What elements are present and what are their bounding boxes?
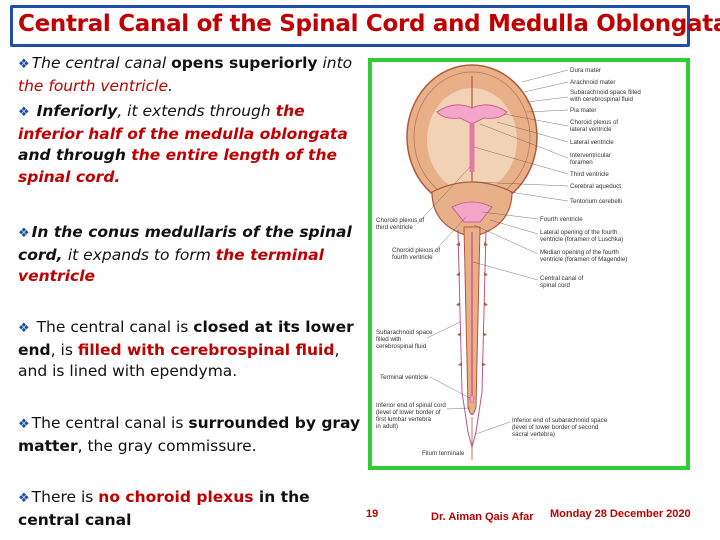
bullet-segment: the entire length of the spinal cord. bbox=[18, 146, 338, 186]
title-box bbox=[10, 5, 690, 47]
label-interventricular-2: foramen bbox=[570, 159, 593, 166]
label-lateral-ventricle: Lateral ventricle bbox=[570, 139, 614, 146]
label-pia-mater: Pia mater bbox=[570, 107, 596, 114]
bullet-segment: closed at its lower end bbox=[18, 318, 354, 359]
bullet-segment: in the central canal bbox=[18, 488, 310, 529]
bullet-4: ❖ The central canal is closed at its low… bbox=[18, 317, 368, 383]
terminal-ventricle-shape bbox=[469, 394, 475, 404]
bullet-segment: Inferiorly bbox=[36, 102, 118, 120]
bullet-segment: The central canal is bbox=[31, 414, 189, 432]
label-terminal-ventricle: Terminal ventricle bbox=[380, 374, 429, 381]
bullet-segment: no choroid plexus bbox=[98, 488, 254, 506]
ventricular-system-figure: Dura mater Arachnoid mater Subarachnoid … bbox=[368, 58, 690, 470]
figure-illustration: Dura mater Arachnoid mater Subarachnoid … bbox=[376, 64, 641, 460]
bullet-text: The central canal is closed at its lower… bbox=[18, 318, 354, 380]
fourth-ventricle-shape bbox=[451, 201, 493, 223]
bullet-5: ❖The central canal is surrounded by gray… bbox=[18, 413, 368, 457]
label-inferior-cord-4: in adult) bbox=[376, 423, 398, 430]
bullet-text: In the conus medullaris of the spinal co… bbox=[18, 223, 352, 285]
label-choroid-fourth-2: fourth ventricle bbox=[392, 254, 433, 261]
bullet-segment: opens superiorly bbox=[171, 54, 318, 72]
bullet-segment: filled with cerebrospinal fluid bbox=[77, 340, 335, 359]
label-lateral-opening-2: ventricle (foramen of Luschka) bbox=[540, 236, 623, 243]
author-name: Dr. Aiman Qais Afar bbox=[431, 511, 534, 523]
label-central-canal: Central canal of bbox=[540, 275, 584, 282]
bullet-segment: into bbox=[317, 54, 353, 72]
label-median-opening-2: ventricle (foramen of Magendie) bbox=[540, 256, 627, 263]
bullet-segment: the fourth ventricle bbox=[18, 76, 168, 95]
bullet-diamond-icon: ❖ bbox=[18, 226, 30, 241]
label-inferior-subarachnoid-2: (level of lower border of second bbox=[512, 424, 599, 431]
label-inferior-cord-3: first lumbar vertebra bbox=[376, 416, 432, 423]
bullet-text: There is no choroid plexus in the centra… bbox=[18, 488, 310, 529]
bullet-segment: the terminal ventricle bbox=[18, 245, 324, 286]
label-inferior-cord-2: (level of lower border of bbox=[376, 409, 441, 416]
bullet-segment: it expands to form bbox=[67, 245, 216, 264]
bullet-text: The central canal is surrounded by gray … bbox=[18, 414, 360, 455]
label-choroid-lateral-2: lateral ventricle bbox=[570, 126, 612, 133]
bullet-segment: In the conus medullaris of the spinal co… bbox=[18, 223, 352, 264]
label-subarachnoid-space-2: with cerebrospinal fluid bbox=[569, 96, 633, 103]
label-central-canal-2: spinal cord bbox=[540, 282, 570, 289]
bullet-segment: , and is lined with ependyma. bbox=[18, 340, 340, 381]
label-subarachnoid-space: Subarachnoid space filled bbox=[570, 89, 641, 96]
label-choroid-third-2: third ventricle bbox=[376, 224, 413, 231]
label-choroid-lateral: Choroid plexus of bbox=[570, 119, 618, 126]
label-inferior-subarachnoid: Inferior end of subarachnoid space bbox=[512, 417, 608, 424]
label-lateral-opening: Lateral opening of the fourth bbox=[540, 229, 618, 236]
label-filum-terminale: Filum terminale bbox=[422, 450, 465, 457]
bullet-segment: and through bbox=[18, 146, 132, 164]
label-subarachnoid-filled-2: filled with bbox=[376, 336, 402, 343]
label-fourth-ventricle: Fourth ventricle bbox=[540, 216, 583, 223]
bullet-text: Inferiorly, it extends through the infer… bbox=[18, 102, 348, 186]
bullet-segment: The central canal bbox=[31, 54, 172, 72]
label-subarachnoid-filled: Subarachnoid space bbox=[376, 329, 433, 336]
presentation-date: Monday 28 December 2020 bbox=[550, 508, 691, 520]
bullet-segment: surrounded by gray matter bbox=[18, 414, 361, 455]
bullet-diamond-icon: ❖ bbox=[18, 57, 30, 72]
label-median-opening: Median opening of the fourth bbox=[540, 249, 619, 256]
bullet-diamond-icon: ❖ bbox=[18, 105, 30, 120]
label-inferior-cord: Inferior end of spinal cord bbox=[376, 402, 446, 409]
bullet-diamond-icon: ❖ bbox=[18, 321, 30, 336]
bullet-3: ❖In the conus medullaris of the spinal c… bbox=[18, 222, 368, 288]
bullet-1: ❖The central canal opens superiorly into… bbox=[18, 53, 368, 97]
bullet-6: ❖There is no choroid plexus in the centr… bbox=[18, 487, 368, 531]
bullet-segment: The central canal is bbox=[31, 318, 194, 336]
label-arachnoid-mater: Arachnoid mater bbox=[570, 79, 615, 86]
bullet-segment: , it extends through bbox=[117, 102, 276, 120]
label-dura-mater: Dura mater bbox=[570, 67, 601, 74]
bullet-segment: , the gray commissure. bbox=[77, 436, 257, 455]
bullet-segment: , is bbox=[50, 340, 78, 359]
bullet-2: ❖ Inferiorly, it extends through the inf… bbox=[18, 101, 368, 188]
label-interventricular: Interventricular bbox=[570, 152, 611, 159]
bullet-text: The central canal opens superiorly into … bbox=[18, 54, 352, 95]
label-choroid-third: Choroid plexus of bbox=[376, 217, 424, 224]
label-cerebral-aqueduct: Cerebral aqueduct bbox=[570, 183, 621, 190]
label-inferior-subarachnoid-3: sacral vertebra) bbox=[512, 431, 555, 438]
slide-title: Central Canal of the Spinal Cord and Med… bbox=[18, 11, 720, 37]
label-subarachnoid-filled-3: cerebrospinal fluid bbox=[376, 343, 427, 350]
bullet-segment: . bbox=[167, 76, 173, 95]
label-third-ventricle: Third ventricle bbox=[570, 171, 609, 178]
label-choroid-fourth: Choroid plexus of bbox=[392, 247, 440, 254]
bullet-segment: There is bbox=[31, 488, 99, 506]
bullet-diamond-icon: ❖ bbox=[18, 417, 30, 432]
page-number: 19 bbox=[366, 508, 379, 520]
label-tentorium: Tentorium cerebelli bbox=[570, 198, 622, 205]
bullet-segment: the inferior half of the medulla oblonga… bbox=[18, 102, 348, 143]
bullet-diamond-icon: ❖ bbox=[18, 491, 30, 506]
lateral-ventricle-shape bbox=[436, 104, 508, 125]
